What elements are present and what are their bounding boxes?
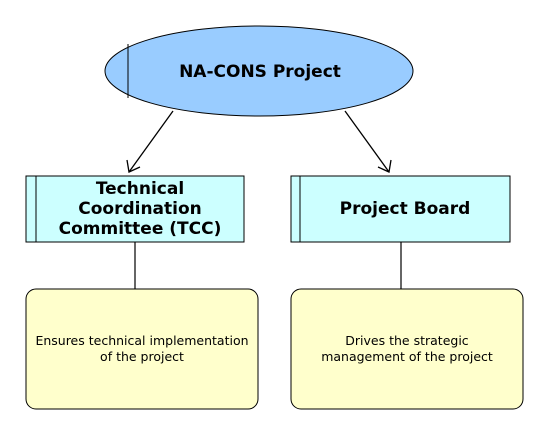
arrow-root-to-board bbox=[344, 110, 390, 173]
tcc-note bbox=[25, 288, 259, 410]
arrow-head-board bbox=[377, 159, 392, 173]
arrow-root-to-tcc bbox=[128, 110, 174, 173]
arrow-head-tcc bbox=[126, 159, 141, 173]
board-note bbox=[290, 288, 524, 410]
board-box bbox=[290, 175, 511, 243]
root-ellipse bbox=[104, 25, 414, 117]
tcc-box bbox=[25, 175, 245, 243]
